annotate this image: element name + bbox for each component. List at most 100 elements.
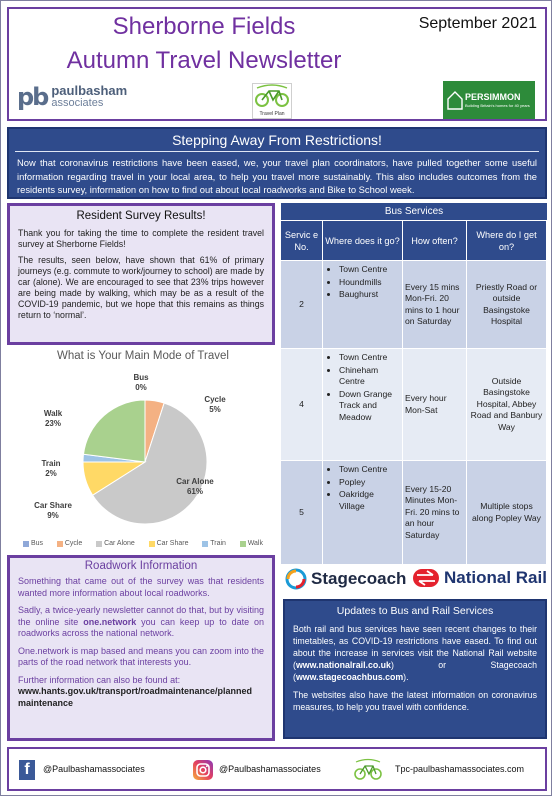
- boarding-stop: Multiple stops along Popley Way: [467, 461, 547, 564]
- legend-swatch: [148, 540, 155, 547]
- pb-logo-name: paulbasham: [51, 83, 128, 98]
- route-places: Town Centre Houndmills Baughurst: [323, 261, 403, 348]
- legend-label: Car Share: [156, 540, 189, 547]
- issue-date: September 2021: [418, 15, 537, 32]
- route-places: Town Centre Popley Oakridge Village: [323, 461, 403, 564]
- pie-slice-car-alone: [91, 402, 208, 525]
- column-header: How often?: [403, 221, 467, 260]
- stepping-away-section: Stepping Away From Restrictions! Now tha…: [7, 127, 547, 199]
- national-rail-logo: National Rail: [413, 568, 547, 588]
- legend-item: Car Alone: [96, 540, 135, 547]
- bicycle-icon: [354, 758, 382, 780]
- legend-swatch: [202, 540, 209, 547]
- table-row: 4 Town Centre Chineham Centre Down Grang…: [281, 348, 547, 460]
- pie-slice-walk: [82, 399, 146, 463]
- legend-label: Bus: [31, 540, 44, 547]
- pb-logo-mark: pb: [17, 83, 49, 111]
- double-arrow-icon: [413, 569, 439, 587]
- boarding-stop: Outside Basingstoke Hospital, Abbey Road…: [467, 349, 547, 460]
- route-place: Popley: [339, 477, 400, 489]
- route-place: Town Centre: [339, 264, 400, 276]
- updates-text-c: ).: [403, 672, 409, 682]
- boarding-stop: Priestly Road or outside Basingstoke Hos…: [467, 261, 547, 348]
- table-row: 2 Town Centre Houndmills Baughurst Every…: [281, 260, 547, 348]
- national-rail-text: National Rail: [444, 568, 547, 587]
- stagecoach-icon: [285, 568, 307, 590]
- roadwork-intro: Something that came out of the survey wa…: [18, 576, 264, 598]
- newsletter-title: Sherborne Fields: [112, 13, 296, 40]
- roadwork-section: Roadwork Information Something that came…: [7, 555, 275, 741]
- legend-label: Walk: [247, 540, 263, 547]
- national-rail-link[interactable]: www.nationalrail.co.uk: [295, 660, 391, 670]
- updates-covid-note: The websites also have the latest inform…: [293, 690, 537, 712]
- route-place: Oakridge Village: [339, 489, 400, 512]
- facebook-icon[interactable]: f: [19, 760, 35, 780]
- legend-label: Train: [210, 540, 226, 547]
- stepping-away-title: Stepping Away From Restrictions!: [172, 132, 382, 148]
- frequency: Every 15-20 Minutes Mon-Fri. 20 mins to …: [403, 461, 467, 564]
- persimmon-tagline: Building Britain's homes for 40 years: [465, 103, 530, 108]
- instagram-handle[interactable]: @Paulbashamassociates: [219, 764, 321, 774]
- survey-title: Resident Survey Results!: [76, 210, 206, 222]
- one-network-link[interactable]: one.network: [83, 616, 137, 627]
- column-header: Servic e No.: [281, 221, 323, 260]
- travel-plan-caption: Travel Plan: [259, 111, 285, 117]
- updates-body: Both rail and bus services have seen rec…: [293, 623, 537, 683]
- footer: f @Paulbashamassociates @Paulbashamassoc…: [7, 747, 547, 791]
- route-place: Down Grange Track and Meadow: [339, 389, 400, 424]
- legend-item: Train: [202, 540, 226, 547]
- updates-text-a: Both rail and bus services have seen rec…: [293, 624, 537, 670]
- table-row: 5 Town Centre Popley Oakridge Village Ev…: [281, 460, 547, 564]
- bus-services-table: Bus Services Servic e No. Where does it …: [281, 203, 547, 564]
- legend-item: Bus: [23, 540, 43, 547]
- travel-plan-logo: Travel Plan: [252, 83, 292, 119]
- stagecoach-text: Stagecoach: [311, 569, 407, 588]
- service-number: 5: [281, 461, 323, 564]
- resident-survey-section: Resident Survey Results! Thank you for t…: [7, 203, 275, 345]
- stagecoach-link[interactable]: www.stagecoachbus.com: [295, 672, 404, 682]
- roadwork-network-text: Sadly, a twice-yearly newsletter cannot …: [18, 605, 264, 640]
- route-places: Town Centre Chineham Centre Down Grange …: [323, 349, 403, 460]
- column-header: Where do I get on?: [467, 221, 547, 260]
- legend-swatch: [56, 540, 63, 547]
- frequency: Every hour Mon-Sat: [403, 349, 467, 460]
- bus-table-header: Servic e No. Where does it go? How often…: [281, 220, 547, 260]
- legend-swatch: [239, 540, 246, 547]
- roadwork-map-text: One.network is map based and means you c…: [18, 645, 264, 668]
- roadwork-url-link[interactable]: www.hants.gov.uk/transport/roadmaintenan…: [18, 686, 253, 708]
- stepping-away-body: Now that coronavirus restrictions have b…: [17, 157, 537, 195]
- pb-logo-sub: associates: [51, 97, 104, 109]
- survey-results: The results, seen below, have shown that…: [18, 255, 264, 320]
- chart-title: What is Your Main Mode of Travel: [57, 350, 229, 362]
- column-header: Where does it go?: [323, 221, 403, 260]
- frequency: Every 15 mins Mon-Fri. 20 mins to 1 hour…: [403, 261, 467, 348]
- roadwork-title: Roadwork Information: [84, 560, 198, 572]
- website-link[interactable]: Tpc-paulbashamassociates.com: [395, 764, 525, 774]
- facebook-handle[interactable]: @Paulbashamassociates: [43, 764, 145, 774]
- divider: [15, 151, 539, 152]
- route-place: Town Centre: [339, 352, 400, 364]
- legend-item: Cycle: [56, 540, 82, 547]
- route-place: Town Centre: [339, 464, 400, 476]
- legend-swatch: [96, 540, 103, 547]
- legend-swatch: [23, 540, 29, 547]
- paul-basham-logo: pb paulbasham associates: [17, 83, 127, 111]
- bus-table-title: Bus Services: [281, 203, 547, 220]
- roadwork-text-b: you can keep up to date on roadworks acr…: [18, 616, 264, 639]
- route-place: Baughurst: [339, 289, 400, 301]
- route-place: Houndmills: [339, 277, 400, 289]
- legend-item: Walk: [239, 540, 263, 547]
- instagram-icon[interactable]: [193, 760, 213, 780]
- stagecoach-logo: Stagecoach: [285, 568, 406, 590]
- route-place: Chineham Centre: [339, 365, 400, 388]
- persimmon-logo: PERSIMMON Building Britain's homes for 4…: [443, 81, 535, 119]
- survey-intro: Thank you for taking the time to complet…: [18, 228, 264, 249]
- updates-title: Updates to Bus and Rail Services: [336, 605, 494, 617]
